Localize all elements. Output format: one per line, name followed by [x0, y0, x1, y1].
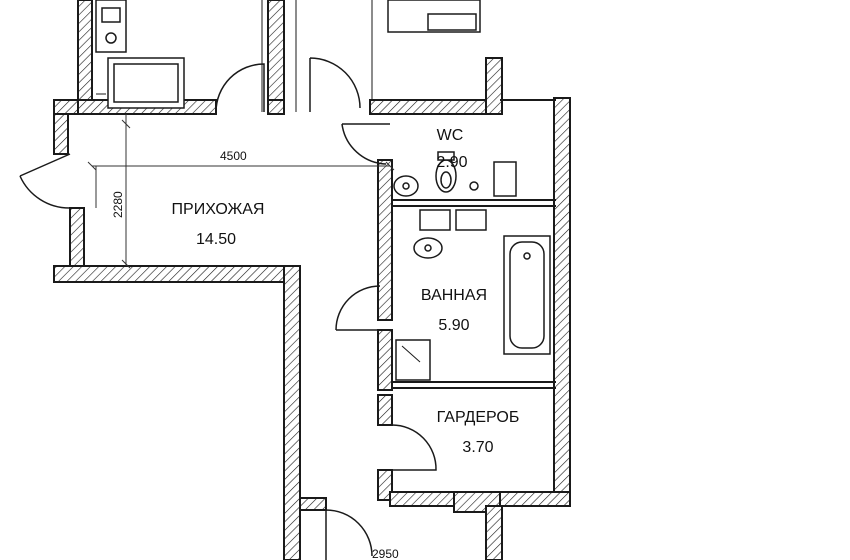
labels: 4500 2280 2950 WC 2.90 ПРИХОЖАЯ 14.50 ВА…	[111, 127, 519, 560]
dimensions	[87, 114, 395, 269]
wall-lower-jamb	[299, 497, 327, 511]
wall-long-left	[283, 265, 301, 560]
wall-top-left-stub	[53, 99, 79, 115]
wall-wc-left	[377, 159, 393, 321]
bin	[493, 161, 517, 197]
room-area-wc: 2.90	[436, 154, 467, 171]
room-area-bathroom: 5.90	[438, 317, 469, 334]
wall-top-right-col	[485, 57, 503, 115]
door-kitchen	[215, 63, 265, 113]
wall-kitchen-left	[77, 0, 93, 113]
kitchen-fixtures	[95, 0, 185, 109]
wall-top-mid	[267, 0, 285, 113]
bath-fixtures	[395, 209, 551, 381]
door-bath	[335, 285, 381, 331]
walls	[53, 0, 571, 560]
shower-drain	[395, 339, 431, 381]
dim-hall-length: 4500	[220, 149, 247, 163]
bedroom-furniture	[387, 0, 481, 33]
door-wc	[341, 123, 390, 165]
wall-hall-bottom	[53, 265, 299, 283]
wall-entry-top	[53, 113, 69, 155]
washer-1	[419, 209, 451, 231]
room-name-bathroom: ВАННАЯ	[421, 287, 487, 304]
wall-top-mid-ledge	[267, 99, 285, 115]
wall-top-right	[369, 99, 501, 115]
washer-2	[455, 209, 487, 231]
doors	[19, 57, 437, 560]
room-name-wardrobe: ГАРДЕРОБ	[437, 409, 520, 426]
dim-bottom-partial: 2950	[372, 547, 399, 560]
wc-fixtures	[393, 151, 517, 197]
room-area-hallway: 14.50	[196, 231, 236, 248]
partitions	[261, 0, 556, 389]
wall-wardrobe-left	[377, 394, 393, 426]
door-wardrobe	[391, 424, 437, 471]
wall-wardrobe-left-low	[377, 469, 393, 501]
room-area-wardrobe: 3.70	[462, 439, 493, 456]
door-room	[309, 57, 361, 112]
wall-right-outer	[553, 97, 571, 507]
room-name-hallway: ПРИХОЖАЯ	[172, 201, 265, 218]
dim-hall-width: 2280	[111, 191, 125, 218]
door-entry	[19, 153, 71, 209]
wall-entry-left	[69, 207, 85, 275]
door-lower	[325, 509, 373, 560]
room-name-wc: WC	[437, 127, 464, 144]
wall-bottom-col-down	[485, 505, 503, 560]
wall-bath-left	[377, 329, 393, 391]
